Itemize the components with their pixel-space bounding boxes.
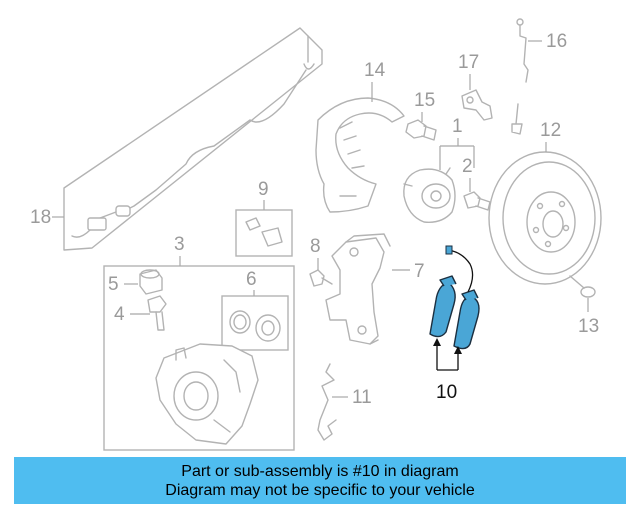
callout-15: 15 [414,90,435,111]
callout-4: 4 [114,304,125,325]
callout-16: 16 [546,31,567,52]
part-12-rotor [488,151,602,285]
parts-diagram: 18 14 15 16 17 1 2 [30,18,602,451]
part-6-box [221,295,289,351]
part-13-screw [569,275,596,298]
callout-7: 7 [414,261,425,282]
notice-banner: Part or sub-assembly is #10 in diagram D… [14,457,626,504]
part-10-brake-pads [429,245,480,350]
callout-17: 17 [458,52,479,73]
part-8-bolt [309,269,333,287]
part-16-sensor-wire [516,18,529,83]
callout-8: 8 [310,236,321,257]
callout-3: 3 [174,234,185,255]
part-4-bleeder [147,295,167,331]
part-5-cap [139,269,163,295]
callout-5: 5 [108,274,119,295]
callout-12: 12 [540,120,561,141]
caliper-body [155,343,259,445]
callout-18: 18 [30,207,51,228]
part-18-wiring-harness [63,27,323,251]
part-6-seals [229,310,281,342]
part-7-caliper-bracket [325,233,391,345]
part-15-bolt [405,119,437,141]
notice-line-2: Diagram may not be specific to your vehi… [165,482,475,499]
part-11-spring [317,363,337,441]
part-14-splash-shield [315,97,405,213]
part-1-hub [403,167,456,223]
callout-6: 6 [246,269,257,290]
callout-14: 14 [364,60,386,81]
part-17-sensor [461,89,523,135]
callout-2: 2 [462,156,473,177]
callout-9: 9 [258,179,269,200]
part-2-hub-bolt [463,191,491,211]
part-3-box [103,265,295,451]
callout-1: 1 [452,116,463,137]
part-9-guide-pins [245,217,283,247]
callout-13: 13 [578,316,599,337]
callout-11: 11 [352,387,372,408]
callout-10: 10 [436,382,457,403]
notice-line-1: Part or sub-assembly is #10 in diagram [181,463,459,480]
callout-10-arrows [433,338,462,371]
